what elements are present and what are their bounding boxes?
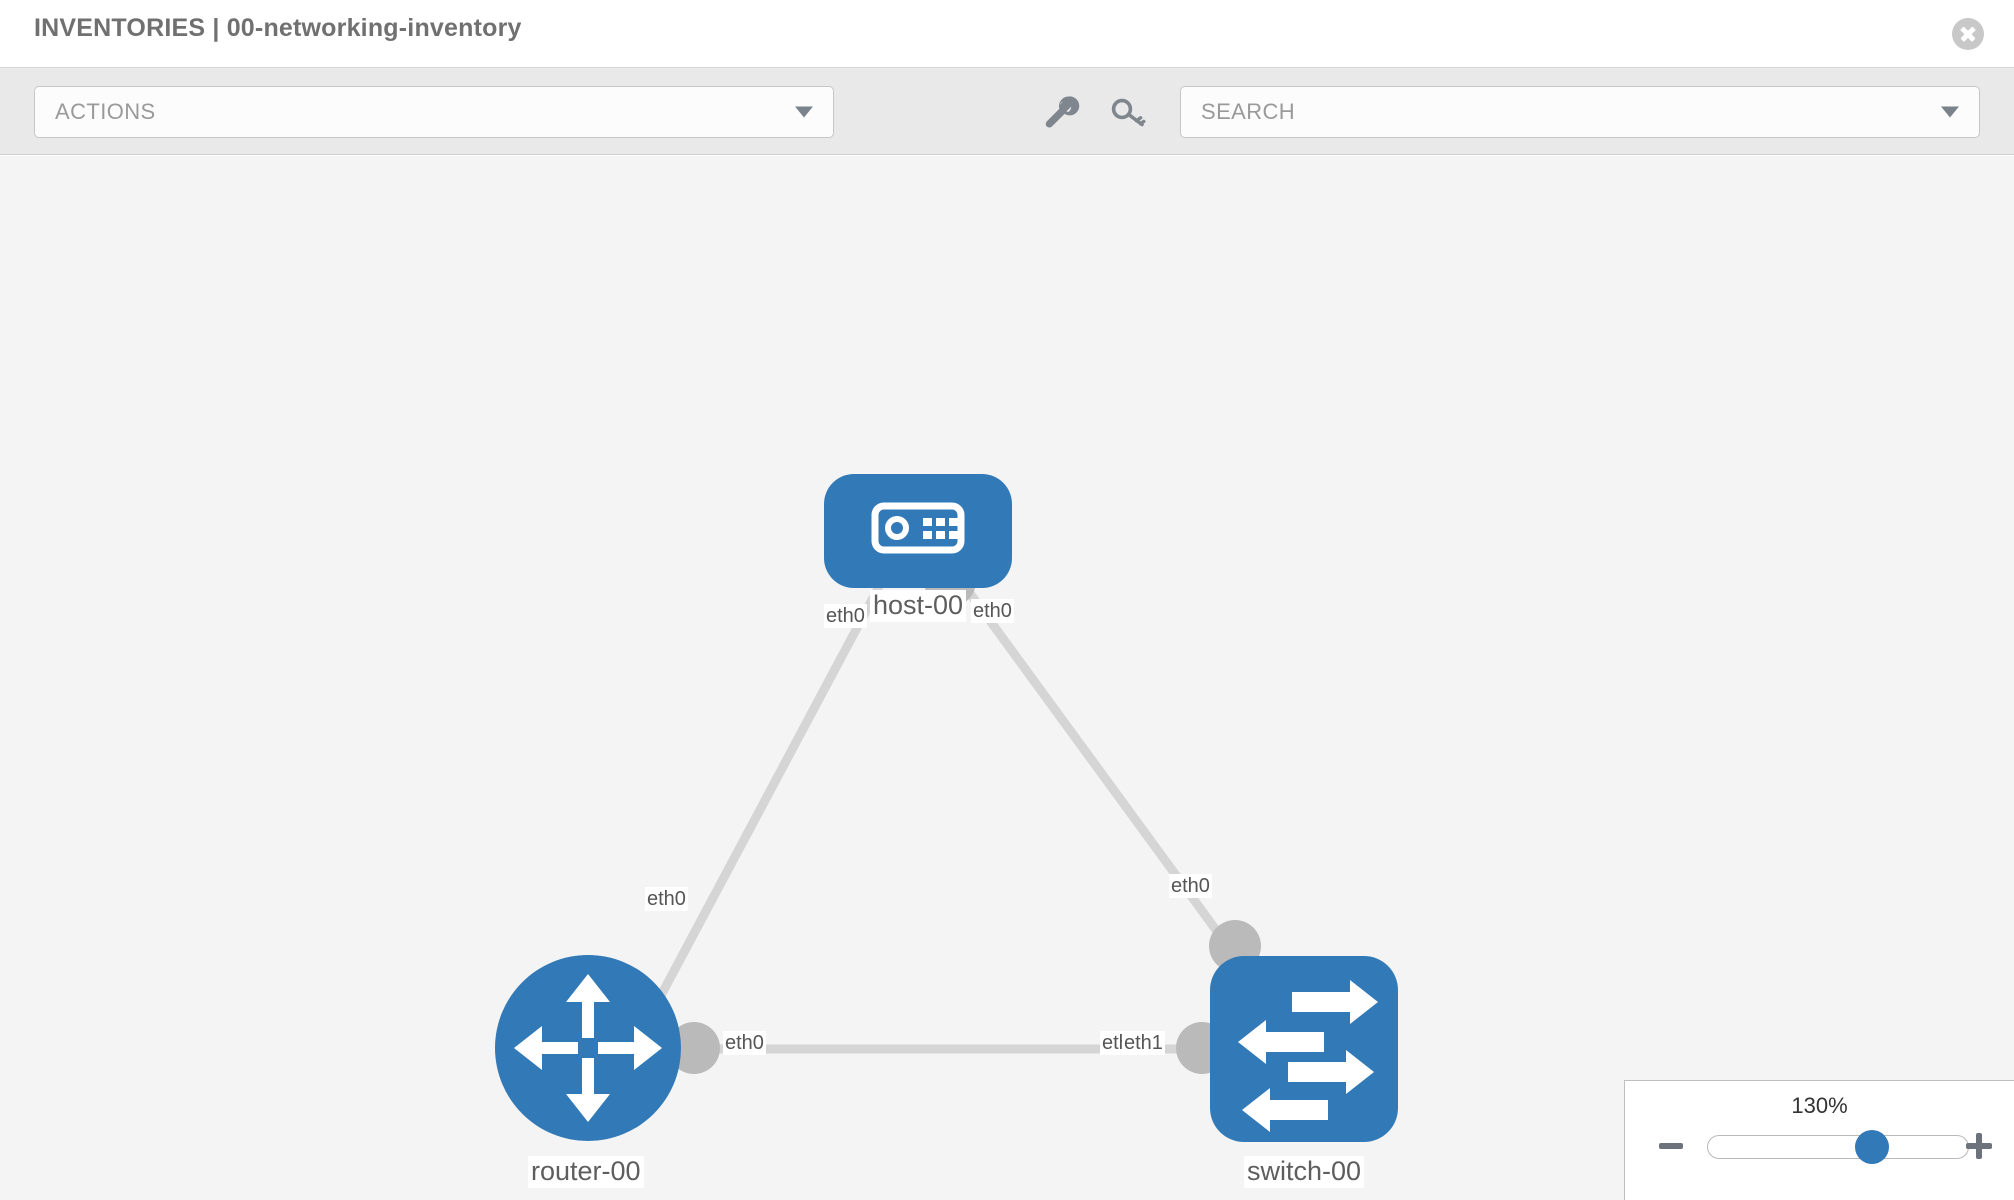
page-header: INVENTORIES | 00-networking-inventory: [0, 0, 2014, 68]
iface-label: eth0: [1169, 874, 1212, 898]
iface-label: eth0: [824, 604, 867, 628]
chevron-down-icon: [795, 106, 813, 118]
node-router-00: [495, 955, 681, 1141]
close-icon[interactable]: [1952, 18, 1984, 50]
connector-router00-right: [668, 1022, 720, 1074]
topology-edges: [646, 563, 1239, 1054]
edge-host00-router00: [646, 563, 894, 1019]
topology-canvas[interactable]: eth0 eth0 eth0 eth0 eth0 eth eth1 host-0…: [0, 156, 2014, 1200]
node-label-router-00: router-00: [528, 1156, 644, 1188]
iface-label: eth1: [1122, 1031, 1165, 1055]
actions-dropdown-label: ACTIONS: [55, 99, 156, 124]
toolbar: ACTIONS SEARCH: [0, 68, 2014, 155]
zoom-in-button[interactable]: [1962, 1129, 1996, 1163]
node-host-00: [824, 474, 1012, 588]
topology-graph: [495, 474, 1398, 1142]
zoom-slider-thumb[interactable]: [1854, 1130, 1889, 1164]
zoom-slider[interactable]: [1707, 1130, 1969, 1164]
node-router-00[interactable]: [495, 955, 681, 1141]
wrench-icon[interactable]: [1038, 90, 1082, 134]
iface-label: eth0: [971, 599, 1014, 623]
search-placeholder: SEARCH: [1201, 99, 1296, 124]
zoom-out-button[interactable]: [1655, 1129, 1689, 1163]
page-title: INVENTORIES | 00-networking-inventory: [34, 14, 522, 42]
node-label-switch-00: switch-00: [1244, 1156, 1365, 1188]
node-label-host-00: host-00: [870, 590, 967, 622]
iface-label: eth0: [723, 1031, 766, 1055]
zoom-level-value: 130%: [1791, 1093, 1848, 1118]
node-host-00[interactable]: [824, 474, 1012, 588]
key-icon[interactable]: [1106, 90, 1150, 134]
node-switch-00[interactable]: [1210, 956, 1398, 1142]
actions-dropdown[interactable]: ACTIONS: [34, 86, 834, 138]
search-chevron-down-icon[interactable]: [1941, 106, 1959, 118]
node-switch-00: [1210, 956, 1398, 1142]
search-input[interactable]: SEARCH: [1180, 86, 1980, 138]
zoom-control-panel: 130%: [1624, 1080, 2014, 1200]
iface-label: eth0: [645, 887, 688, 911]
